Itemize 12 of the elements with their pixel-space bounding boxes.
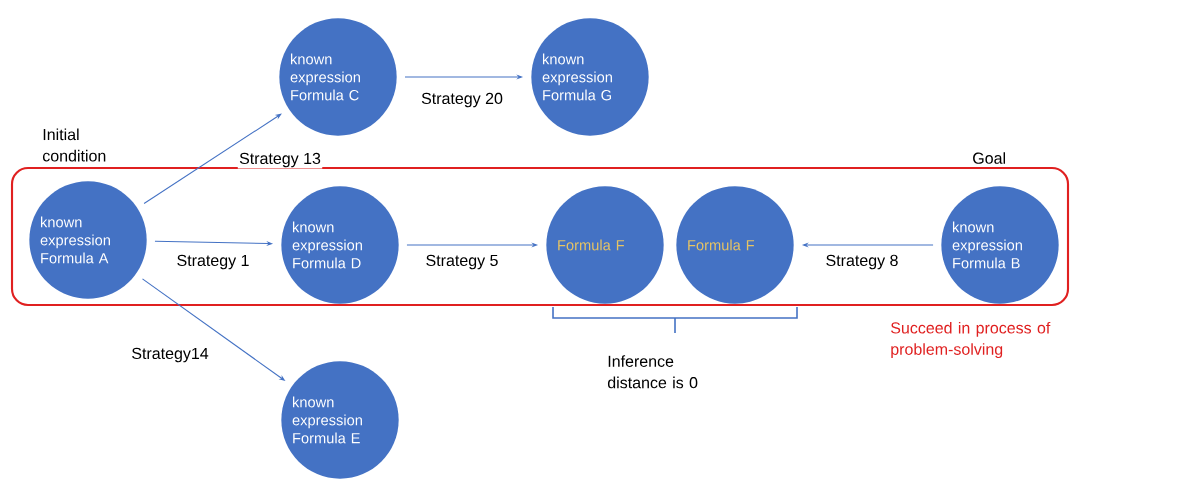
- edge-label: Strategy 13: [237, 151, 323, 169]
- frame: [10, 166, 1070, 307]
- node-label: Initial condition: [42, 128, 106, 162]
- edge-label: Strategy 8: [824, 253, 900, 271]
- arrow: [143, 113, 282, 204]
- edge-label: Strategy 1: [175, 253, 251, 271]
- note: Inference distance is 0: [607, 355, 698, 389]
- node-label: Goal: [973, 152, 1005, 164]
- edge-label: Strategy 20: [419, 91, 505, 109]
- node-label: Succeed in process of problem-solving: [891, 321, 1051, 359]
- edge-label: Strategy14: [130, 346, 211, 364]
- edge-label: Strategy 5: [424, 253, 500, 271]
